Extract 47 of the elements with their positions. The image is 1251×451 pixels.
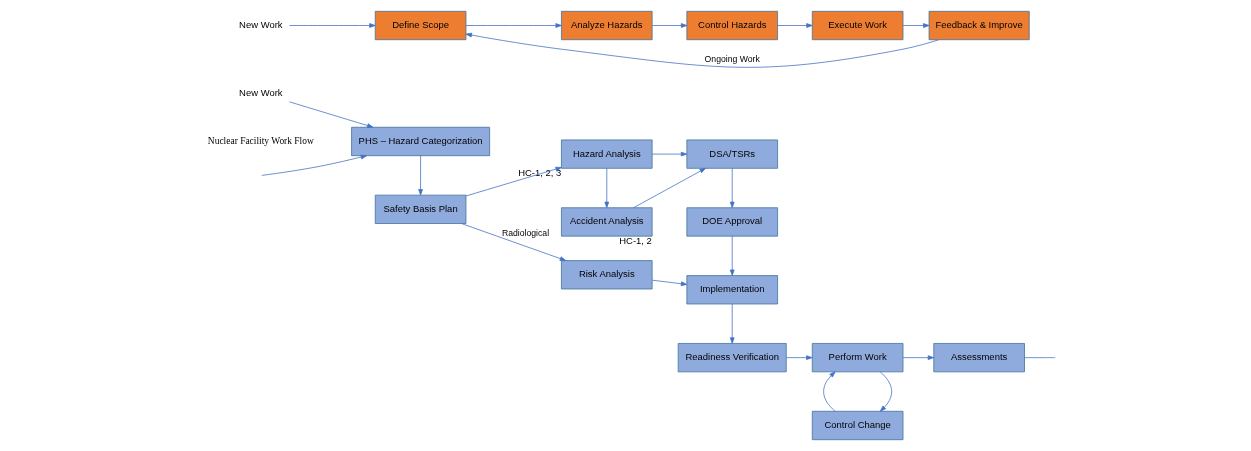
arrow xyxy=(729,235,735,276)
node-text: New Work xyxy=(238,18,283,30)
arrow xyxy=(822,371,835,412)
arrow xyxy=(785,355,812,360)
arrow xyxy=(651,279,687,287)
node-box: Risk Analysis xyxy=(560,260,653,290)
node-box: DOE Approval xyxy=(685,207,778,237)
arrow xyxy=(465,166,562,197)
node-box: Control Change xyxy=(811,410,903,441)
node-box: Hazard Analysis xyxy=(560,139,653,169)
edge-label: Radiological xyxy=(501,227,549,238)
arrow xyxy=(460,223,566,261)
arrow xyxy=(288,101,373,128)
label: Nuclear Facility Work Flow xyxy=(207,135,314,146)
arrow xyxy=(465,32,939,68)
node-box: Readiness Verification xyxy=(677,343,787,373)
arrow xyxy=(651,23,687,28)
node-box: DSA/TSRs xyxy=(685,139,778,169)
edge-label: Ongoing Work xyxy=(704,53,760,64)
arrow xyxy=(879,371,892,412)
node-box: Accident Analysis xyxy=(560,207,653,237)
node-box: Perform Work xyxy=(811,343,903,373)
node-box: Control Hazards xyxy=(685,10,778,41)
arrow xyxy=(776,23,813,28)
node-box: Assessments xyxy=(932,343,1025,373)
arrow xyxy=(651,151,687,157)
arrow xyxy=(729,167,735,209)
connector xyxy=(1023,357,1056,359)
node-box: Define Scope xyxy=(374,10,466,41)
node-label: HC-1, 2 xyxy=(618,234,652,246)
node-box: PHS – Hazard Categorization xyxy=(350,126,490,157)
arrow xyxy=(417,155,423,196)
arrow xyxy=(465,23,562,28)
node-box: Execute Work xyxy=(811,10,903,41)
node-text: New Work xyxy=(238,86,283,98)
arrow xyxy=(902,355,934,360)
arrow xyxy=(902,23,929,28)
node-box: Implementation xyxy=(685,275,778,305)
node-label: HC-1, 2, 3 xyxy=(517,166,561,178)
arrow xyxy=(260,154,367,176)
arrow xyxy=(288,23,376,28)
node-box: Feedback & Improve xyxy=(928,10,1030,41)
arrow xyxy=(603,167,609,209)
arrow xyxy=(632,167,706,209)
node-box: Analyze Hazards xyxy=(560,10,653,41)
node-box: Safety Basis Plan xyxy=(374,194,466,224)
arrow xyxy=(729,303,735,344)
